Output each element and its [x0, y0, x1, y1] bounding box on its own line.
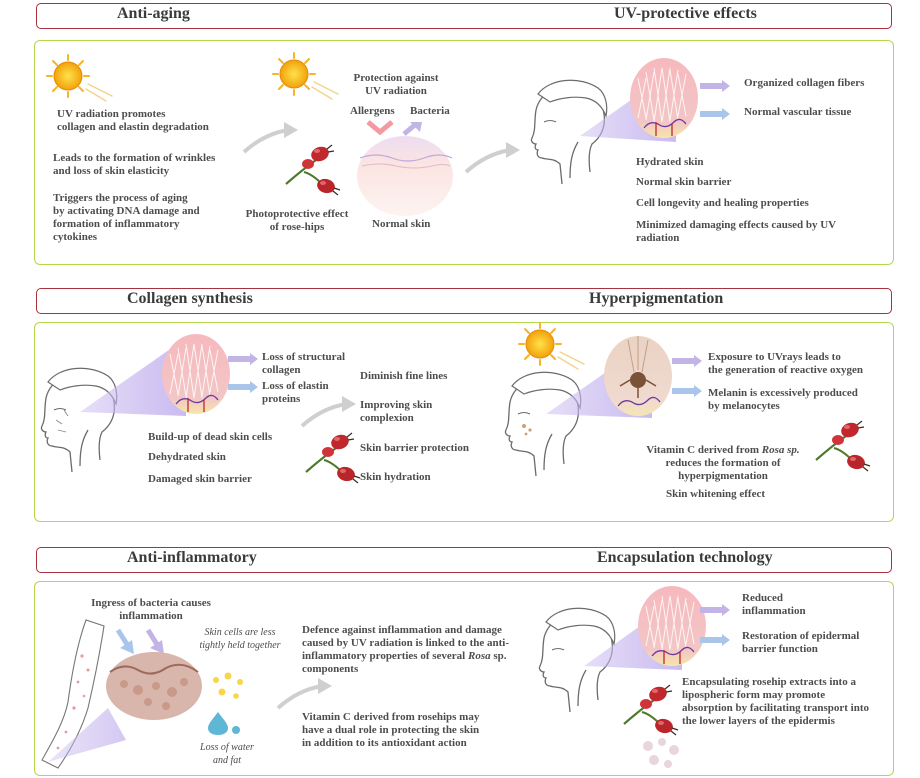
- inflamed-arm-icon: [41, 619, 126, 769]
- sun-icon: [272, 52, 339, 100]
- text-ingress-bacteria: Ingress of bacteria causes inflammation: [91, 597, 211, 622]
- pigmented-skin-detail-icon: [604, 336, 672, 416]
- text-minimized-uv: Minimized damaging effects caused by UV …: [636, 219, 837, 244]
- text-melanin: Melanin is excessively produced by melan…: [708, 387, 858, 412]
- text-dehydrated: Dehydrated skin: [148, 451, 226, 463]
- pigmented-face-icon: [504, 371, 582, 477]
- text-protection-uv: Protection against UV radiation: [353, 72, 439, 97]
- fat-droplets-icon: [213, 672, 243, 699]
- normal-skin-icon: [357, 136, 453, 216]
- title-collagen: Collagen synthesis: [127, 290, 253, 307]
- text-vitc-dual: Vitamin C derived from rosehips may have…: [302, 711, 480, 749]
- text-dna-damage: Triggers the process of aging by activat…: [53, 192, 200, 243]
- water-drops-icon: [208, 712, 240, 735]
- label-normal-skin: Normal skin: [372, 218, 431, 230]
- arrow-right-icon: [672, 355, 702, 367]
- skin-detail-icon: [161, 333, 231, 415]
- text-vitc-rosa: Vitamin C derived from Rosa sp. reduces …: [646, 444, 800, 482]
- header-anti-aging-uv: Anti-aging UV-protective effects: [36, 3, 892, 29]
- text-loss-water: Loss of water and fat: [200, 742, 254, 766]
- text-restoration-barrier: Restoration of epidermal barrier functio…: [742, 630, 860, 655]
- text-wrinkles: Leads to the formation of wrinkles and l…: [53, 152, 216, 177]
- text-organized-collagen: Organized collagen fibers: [744, 77, 865, 89]
- sun-icon: [46, 54, 113, 102]
- title-anti-inflammatory: Anti-inflammatory: [127, 549, 257, 566]
- text-normal-vascular: Normal vascular tissue: [744, 106, 852, 118]
- title-uv-protective: UV-protective effects: [614, 5, 757, 22]
- arrow-right-icon: [700, 108, 730, 120]
- title-anti-aging: Anti-aging: [117, 5, 190, 22]
- text-whitening: Skin whitening effect: [666, 488, 765, 500]
- text-encapsulating: Encapsulating rosehip extracts into a li…: [682, 676, 870, 727]
- text-reduced-inflammation: Reduced inflammation: [742, 592, 806, 617]
- head-profile-icon: [530, 79, 608, 185]
- text-uv-degradation: UV radiation promotes collagen and elast…: [57, 108, 209, 133]
- curved-arrow-icon: [242, 122, 298, 154]
- arrow-right-icon: [700, 604, 730, 616]
- rosehip-icon: [814, 419, 872, 473]
- text-defence-inflammation: Defence against inflammation and damage …: [302, 624, 509, 675]
- text-hydration: Skin hydration: [360, 471, 431, 483]
- curved-arrow-icon: [300, 396, 356, 428]
- text-cells-less: Skin cells are less tightly held togethe…: [199, 627, 281, 651]
- text-barrier-protection: Skin barrier protection: [360, 442, 469, 454]
- arrow-right-icon: [700, 634, 730, 646]
- magnify-cone-icon: [80, 338, 186, 416]
- damaged-skin-icon: [106, 652, 202, 720]
- arrow-right-icon: [700, 80, 730, 92]
- text-uv-reactive-oxygen: Exposure to UVrays leads to the generati…: [708, 351, 863, 376]
- arrow-right-icon: [228, 353, 258, 365]
- liposphere-icon: [643, 738, 679, 768]
- aged-face-icon: [40, 367, 118, 473]
- rosehip-icon: [284, 143, 342, 197]
- text-damaged-barrier: Damaged skin barrier: [148, 473, 252, 485]
- arrow-right-icon: [228, 381, 258, 393]
- text-cell-longevity: Cell longevity and healing properties: [636, 197, 809, 209]
- header-inflammatory-encapsulation: Anti-inflammatory Encapsulation technolo…: [36, 547, 892, 573]
- text-fine-lines: Diminish fine lines: [360, 370, 448, 382]
- text-hydrated-skin: Hydrated skin: [636, 156, 704, 168]
- rosehip-icon: [622, 683, 680, 737]
- text-loss-elastin: Loss of elastin proteins: [262, 380, 329, 405]
- rosehip-icon: [304, 431, 362, 485]
- arrow-down-icon: [115, 628, 164, 654]
- skin-detail-icon: [629, 57, 699, 139]
- text-complexion: Improving skin complexion: [360, 399, 433, 424]
- arrow-right-icon: [672, 385, 702, 397]
- header-collagen-hyperpigmentation: Collagen synthesis Hyperpigmentation: [36, 288, 892, 314]
- text-photoprotective: Photoprotective effect of rose-hips: [245, 208, 349, 233]
- curved-arrow-icon: [464, 142, 520, 174]
- label-allergens: Allergens: [350, 105, 395, 117]
- head-profile-icon: [538, 607, 616, 713]
- text-normal-barrier: Normal skin barrier: [636, 176, 732, 188]
- label-bacteria: Bacteria: [410, 105, 450, 117]
- blocked-arrows-icon: [366, 120, 422, 136]
- skin-detail-icon: [637, 585, 707, 667]
- curved-arrow-icon: [276, 678, 332, 710]
- text-loss-collagen: Loss of structural collagen: [262, 351, 346, 376]
- text-dead-skin: Build-up of dead skin cells: [148, 431, 273, 443]
- panel-anti-aging-uv: [34, 40, 894, 265]
- title-hyperpigmentation: Hyperpigmentation: [589, 290, 724, 307]
- title-encapsulation: Encapsulation technology: [597, 549, 773, 566]
